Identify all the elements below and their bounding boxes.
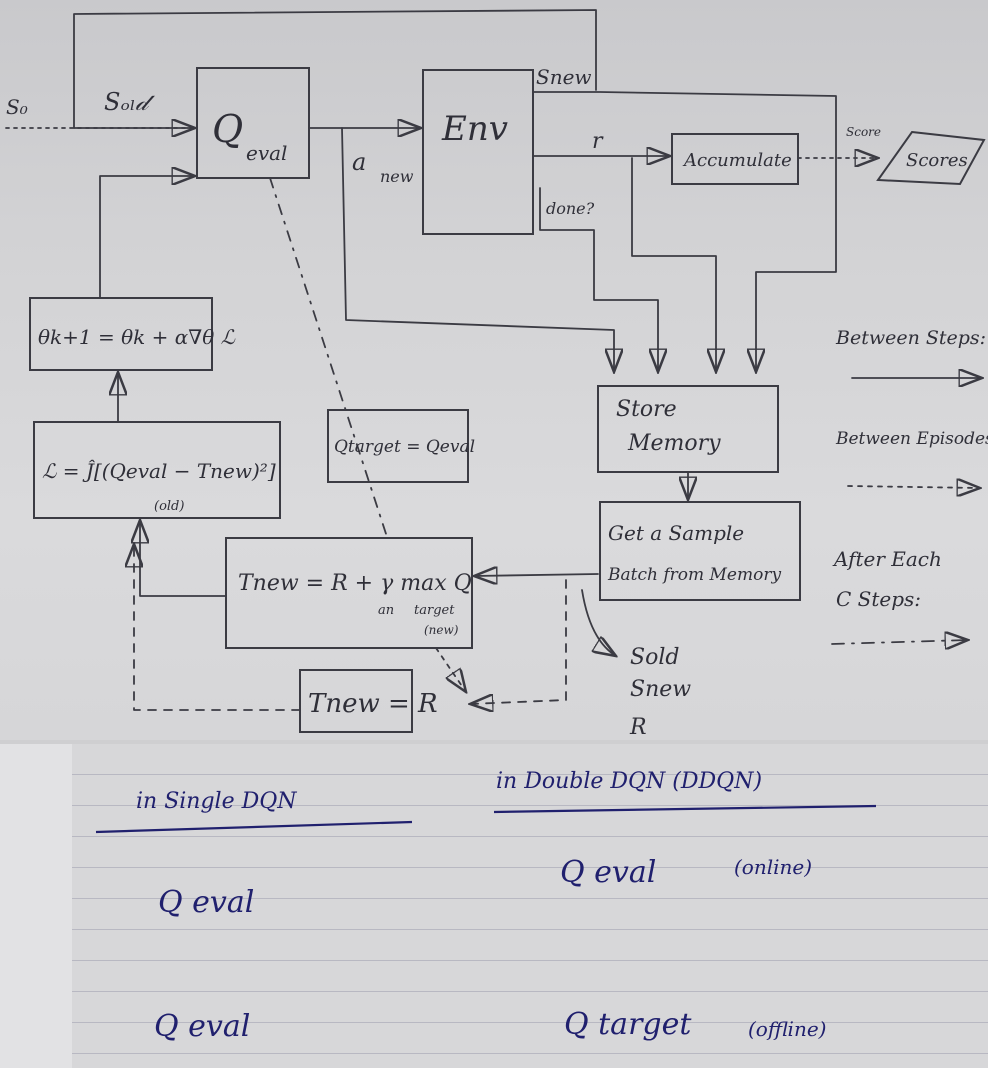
q-eval-box xyxy=(196,67,310,179)
q-target-copy-box xyxy=(327,409,469,483)
table-header-single: in Single DQN xyxy=(136,789,297,814)
loss-sub: (old) xyxy=(154,499,184,514)
env-label: Env xyxy=(441,109,508,149)
s-old-label: Sₒₗ𝒹 xyxy=(104,88,156,116)
t-new-box xyxy=(225,537,473,649)
legend-between-steps: Between Steps: xyxy=(835,327,986,349)
table-r2c1: Q eval xyxy=(154,1009,250,1044)
loss-box xyxy=(33,421,281,519)
table-header-underline-1 xyxy=(95,820,413,834)
loss-label: ℒ = Ĵ[(Qeval − Tnew)²] xyxy=(42,458,276,483)
table-r1c1: Q eval xyxy=(158,885,254,920)
legend-dashdot-arrow xyxy=(831,640,968,644)
theta-update-label: θk+1 = θk + α∇θ ℒ xyxy=(38,325,236,349)
a-new-sub: new xyxy=(380,167,414,186)
lined-notebook-sheet xyxy=(72,744,988,1068)
r-label: r xyxy=(592,129,604,154)
t-new-label: Tnew = R + γ max Q xyxy=(238,571,472,596)
a-new-label: a xyxy=(352,148,366,176)
batch-r: R xyxy=(629,715,647,740)
t-terminal-box xyxy=(299,669,413,733)
arrow-sample-to-tnew xyxy=(474,574,599,576)
t-new-sub-a: an xyxy=(378,603,394,618)
q-eval-label: Q xyxy=(212,107,243,151)
t-terminal-label: Tnew = R xyxy=(308,689,438,719)
s-new-label: Snew xyxy=(536,65,592,89)
table-r2c2: Q target xyxy=(564,1007,692,1042)
batch-s-new: Snew xyxy=(630,677,691,702)
scores-label: Scores xyxy=(906,150,968,171)
arrow-terminal-dashed xyxy=(470,579,567,704)
q-target-copy-label: Qtarget = Qeval xyxy=(334,437,475,457)
arrow-tnew-to-loss xyxy=(140,520,227,597)
theta-update-box xyxy=(29,297,213,371)
sample-batch-box xyxy=(599,501,801,601)
sample-label-1: Get a Sample xyxy=(608,521,744,545)
arrow-done xyxy=(539,187,658,372)
q-eval-sub: eval xyxy=(246,141,287,165)
score-label: Score xyxy=(846,125,881,139)
done-label: done? xyxy=(546,199,595,218)
accumulate-label: Accumulate xyxy=(682,150,792,171)
t-new-sub-new: (new) xyxy=(424,623,459,637)
sample-label-2: Batch from Memory xyxy=(607,565,781,585)
s0-label: S₀ xyxy=(6,95,28,119)
table-header-underline-2 xyxy=(493,804,877,814)
accumulate-box xyxy=(671,133,799,185)
arrow-r-memory xyxy=(631,157,716,372)
legend-c-steps: C Steps: xyxy=(836,587,921,611)
env-box xyxy=(422,69,534,235)
arrow-a-new xyxy=(341,127,614,372)
arrow-c-steps-copy xyxy=(269,177,389,541)
arrow-batch-values xyxy=(581,589,616,656)
arrow-c-steps-terminal xyxy=(435,647,466,692)
background-strip xyxy=(0,744,72,1068)
batch-s-old: Sold xyxy=(630,645,679,670)
table-r2c2-note: (offline) xyxy=(748,1017,826,1041)
store-label-1: Store xyxy=(616,397,677,422)
store-label-2: Memory xyxy=(627,431,721,456)
loop-line-top xyxy=(73,9,597,129)
arrow-theta-to-q xyxy=(99,176,195,299)
table-header-double: in Double DQN (DDQN) xyxy=(496,769,762,794)
arrow-s-new xyxy=(532,77,837,372)
legend-after-each: After Each xyxy=(832,547,942,571)
legend-between-episodes: Between Episodes: xyxy=(835,429,988,449)
scores-box xyxy=(876,130,986,186)
arrow-terminal-to-loss xyxy=(134,544,301,711)
table-r1c2-note: (online) xyxy=(734,855,812,879)
t-new-sub-target: target xyxy=(414,603,455,618)
legend-dashed-arrow xyxy=(847,486,980,488)
table-r1c2: Q eval xyxy=(560,855,656,890)
